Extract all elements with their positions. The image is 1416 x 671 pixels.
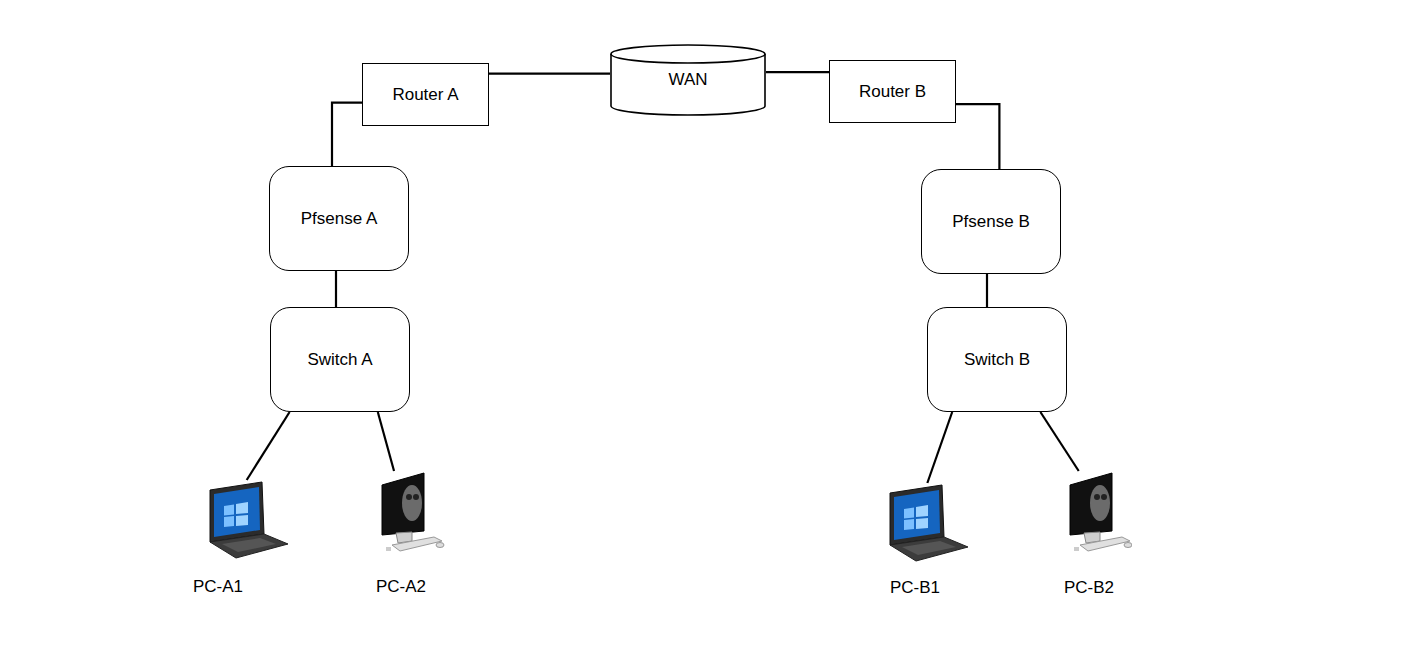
pc-icon: PC-B1 <box>877 483 972 600</box>
device-box: Pfsense A <box>269 166 409 271</box>
device-box: Switch A <box>270 307 410 412</box>
node-label: WAN <box>668 70 707 90</box>
network-link <box>247 412 290 480</box>
network-link <box>766 71 829 73</box>
pc-icon: PC-A1 <box>190 480 295 600</box>
network-link <box>378 412 394 471</box>
desktop-picture <box>1060 471 1132 574</box>
node-label: Router A <box>392 85 458 105</box>
cylinder-body <box>611 45 765 115</box>
device-box: Switch B <box>927 307 1067 412</box>
pc-icon: PC-A2 <box>372 471 448 596</box>
laptop-picture <box>877 483 972 574</box>
network-link <box>956 104 999 169</box>
node-label: Pfsense B <box>952 212 1030 232</box>
pc-label: PC-B1 <box>890 578 940 598</box>
cylinder-rim <box>611 54 765 63</box>
desktop-picture <box>372 471 448 573</box>
router-box: Router B <box>829 60 956 123</box>
node-label: Switch B <box>964 350 1030 370</box>
network-link <box>489 73 610 75</box>
node-label: Pfsense A <box>301 209 378 229</box>
network-link <box>1040 412 1078 471</box>
pc-label: PC-A2 <box>376 577 426 597</box>
network-link <box>332 103 362 166</box>
network-link <box>927 412 952 483</box>
laptop-picture <box>190 480 295 573</box>
device-box: Pfsense B <box>921 169 1061 274</box>
node-label: Switch A <box>307 350 372 370</box>
pc-label: PC-B2 <box>1064 578 1114 598</box>
router-box: Router A <box>362 63 489 126</box>
node-label: Router B <box>859 82 926 102</box>
wan-cloud: WAN <box>610 44 766 116</box>
pc-icon: PC-B2 <box>1060 471 1132 598</box>
pc-label: PC-A1 <box>193 577 243 597</box>
network-link <box>986 274 988 307</box>
network-link <box>335 271 337 307</box>
